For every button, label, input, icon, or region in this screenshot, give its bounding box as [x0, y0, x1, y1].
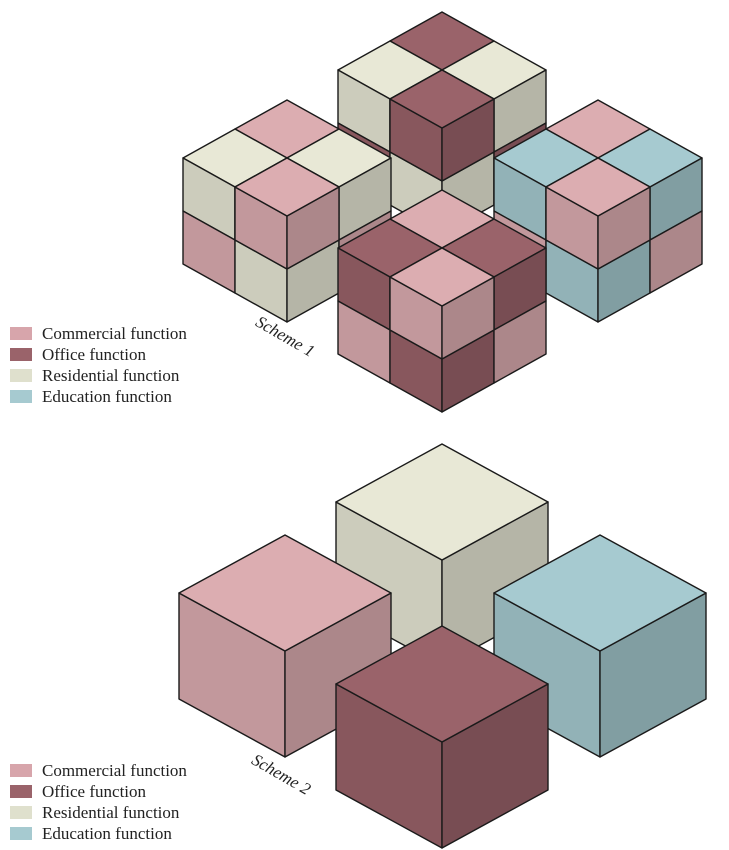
legend-label-education: Education function [42, 387, 172, 406]
legend-label-commercial: Commercial function [42, 324, 187, 343]
legend-item-education: Education function [10, 386, 187, 407]
legend-swatch-education [10, 390, 32, 403]
legend-scheme-1: Commercial function Office function Resi… [10, 323, 187, 407]
legend-item-office: Office function [10, 344, 187, 365]
legend-label-office: Office function [42, 782, 147, 801]
legend-label-office: Office function [42, 345, 147, 364]
legend-swatch-residential [10, 806, 32, 819]
legend-swatch-commercial [10, 764, 32, 777]
legend-item-residential: Residential function [10, 802, 187, 823]
legend-label-commercial: Commercial function [42, 761, 187, 780]
scheme1-right-block-right-cell [649, 210, 703, 294]
legend-swatch-office [10, 348, 32, 361]
legend-label-residential: Residential function [42, 803, 180, 822]
scheme1-right-block [493, 99, 703, 323]
scheme-1-diagram [182, 11, 703, 413]
scheme1-front-block-front-cube-top [389, 247, 495, 307]
legend-swatch-education [10, 827, 32, 840]
scheme-2-diagram [178, 443, 707, 849]
legend-label-education: Education function [42, 824, 172, 843]
scheme1-left-block [182, 99, 392, 323]
scheme1-top-block-front-cube-top [389, 69, 495, 129]
legend-label-residential: Residential function [42, 366, 180, 385]
legend-item-residential: Residential function [10, 365, 187, 386]
legend-item-office: Office function [10, 781, 187, 802]
legend-swatch-office [10, 785, 32, 798]
scheme1-front-block-right-cell [493, 300, 547, 384]
scheme2-top-block-top-face [335, 443, 549, 561]
scheme2-top-block [335, 443, 549, 667]
scheme2-front-block [335, 625, 549, 849]
legend-item-education: Education function [10, 823, 187, 844]
legend-scheme-2: Commercial function Office function Resi… [10, 760, 187, 844]
legend-item-commercial: Commercial function [10, 323, 187, 344]
scheme2-left-block-top-face [178, 534, 392, 652]
scheme1-right-block-front-cube-top [545, 157, 651, 217]
legend-item-commercial: Commercial function [10, 760, 187, 781]
legend-swatch-residential [10, 369, 32, 382]
scheme1-front-block [337, 189, 547, 413]
scheme1-left-block-front-cube-top [234, 157, 340, 217]
scheme2-right-block-top-face [493, 534, 707, 652]
legend-swatch-commercial [10, 327, 32, 340]
scheme2-front-block-top-face [335, 625, 549, 743]
